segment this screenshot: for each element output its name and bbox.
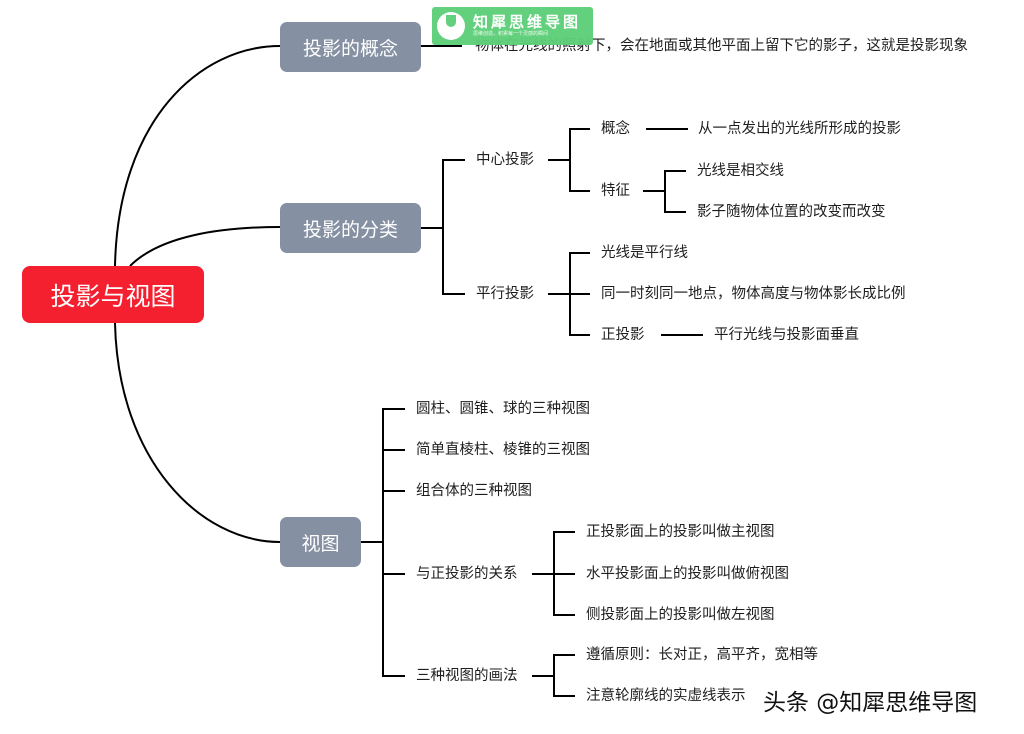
branch-views[interactable]: 视图: [280, 517, 361, 567]
node-central-projection[interactable]: 中心投影: [476, 152, 534, 168]
leaf-parallel-2[interactable]: 同一时刻同一地点，物体高度与物体影长成比例: [601, 286, 906, 302]
watermark-badge: 知犀思维导图 思维创造，积累每一个灵感的瞬间: [432, 7, 593, 45]
leaf-central-feature-2[interactable]: 影子随物体位置的改变而改变: [697, 204, 886, 220]
branch-label: 投影的概念: [302, 37, 398, 60]
node-central-concept[interactable]: 概念: [601, 121, 630, 137]
branch-projection-concept[interactable]: 投影的概念: [280, 22, 421, 72]
leaf-central-concept-text[interactable]: 从一点发出的光线所形成的投影: [698, 121, 901, 137]
leaf-projection-definition[interactable]: 物体在光线的照射下，会在地面或其他平面上留下它的影子，这就是投影现象: [475, 38, 968, 54]
leaf-central-feature-1[interactable]: 光线是相交线: [697, 163, 784, 179]
leaf-parallel-1[interactable]: 光线是平行线: [601, 245, 688, 261]
connector-root-to-classification: [129, 226, 281, 267]
leaf-relation-1[interactable]: 正投影面上的投影叫做主视图: [586, 524, 775, 540]
leaf-drawing-1[interactable]: 遵循原则：长对正，高平齐，宽相等: [586, 647, 818, 663]
node-orthographic-relation[interactable]: 与正投影的关系: [416, 566, 518, 582]
watermark-subtitle: 思维创造，积累每一个灵感的瞬间: [473, 31, 549, 37]
node-central-feature[interactable]: 特征: [601, 183, 630, 199]
node-drawing-method[interactable]: 三种视图的画法: [416, 668, 518, 684]
leaf-drawing-2[interactable]: 注意轮廓线的实虚线表示: [586, 688, 746, 704]
rhino-logo-icon: [437, 12, 465, 40]
watermark-title: 知犀思维导图: [473, 13, 582, 31]
leaf-views-1[interactable]: 圆柱、圆锥、球的三种视图: [416, 401, 590, 417]
root-label: 投影与视图: [50, 281, 176, 311]
branch-projection-classification[interactable]: 投影的分类: [280, 203, 421, 253]
connector-root-to-concept: [114, 45, 281, 267]
root-node[interactable]: 投影与视图: [22, 266, 204, 323]
leaf-relation-3[interactable]: 侧投影面上的投影叫做左视图: [586, 607, 775, 623]
branch-label: 视图: [301, 532, 340, 555]
leaf-views-2[interactable]: 简单直棱柱、棱锥的三视图: [416, 442, 590, 458]
connector-root-to-views: [114, 322, 281, 543]
leaf-relation-2[interactable]: 水平投影面上的投影叫做俯视图: [586, 566, 789, 582]
leaf-orthographic-text[interactable]: 平行光线与投影面垂直: [714, 327, 859, 343]
node-orthographic-projection[interactable]: 正投影: [601, 327, 645, 343]
source-credit: 头条 @知犀思维导图: [763, 690, 978, 716]
branch-label: 投影的分类: [302, 218, 398, 241]
node-parallel-projection[interactable]: 平行投影: [476, 286, 534, 302]
leaf-views-3[interactable]: 组合体的三种视图: [416, 483, 532, 499]
